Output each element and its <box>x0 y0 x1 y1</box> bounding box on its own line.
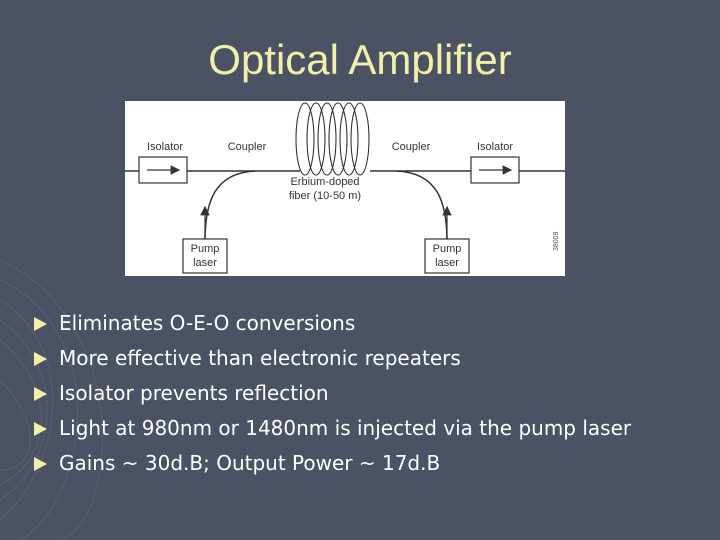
pump-laser-left-label-line1: Pump <box>190 243 220 255</box>
bullet-item: Eliminates O-E-O conversions <box>34 306 631 341</box>
coupler-left-label: Coupler <box>227 141 267 153</box>
triangle-right-icon <box>34 422 47 436</box>
coupler-left-curve <box>204 170 256 242</box>
isolator-right-label: Isolator <box>476 141 514 153</box>
bullet-text: Eliminates O-E-O conversions <box>59 311 356 335</box>
erbium-fiber-coils <box>295 102 370 176</box>
pump-laser-right-box <box>424 238 470 274</box>
coupler-right-curve <box>396 170 448 242</box>
bullet-item: Light at 980nm or 1480nm is injected via… <box>34 411 631 446</box>
triangle-right-icon <box>34 457 47 471</box>
figure-number: 38009 <box>553 231 560 251</box>
pump-laser-right-label-line2: laser <box>435 257 459 269</box>
triangle-right-icon <box>34 317 47 331</box>
amplifier-diagram: Isolator Coupler Coupler Isolator Erbium… <box>125 101 565 276</box>
bullet-item: More effective than electronic repeaters <box>34 341 631 376</box>
bullet-text: More effective than electronic repeaters <box>59 346 461 370</box>
pump-laser-right-label-line1: Pump <box>432 243 462 255</box>
slide-title: Optical Amplifier <box>208 36 512 83</box>
bullet-list: Eliminates O-E-O conversions More effect… <box>34 306 631 481</box>
isolator-left-label: Isolator <box>146 141 184 153</box>
bullet-item: Isolator prevents reflection <box>34 376 631 411</box>
bullet-text: Light at 980nm or 1480nm is injected via… <box>59 416 632 440</box>
coupler-right-label: Coupler <box>391 141 431 153</box>
fiber-label-line1: Erbium-doped <box>290 176 360 188</box>
bullet-text: Isolator prevents reflection <box>59 381 329 405</box>
pump-laser-left-box <box>182 238 228 274</box>
pump-laser-left-label-line2: laser <box>193 257 217 269</box>
triangle-right-icon <box>34 352 47 366</box>
fiber-label-line2: fiber (10-50 m) <box>288 190 362 202</box>
bullet-item: Gains ~ 30d.B; Output Power ~ 17d.B <box>34 446 631 481</box>
bullet-text: Gains ~ 30d.B; Output Power ~ 17d.B <box>59 451 441 475</box>
triangle-right-icon <box>34 387 47 401</box>
amplifier-schematic <box>125 102 565 274</box>
